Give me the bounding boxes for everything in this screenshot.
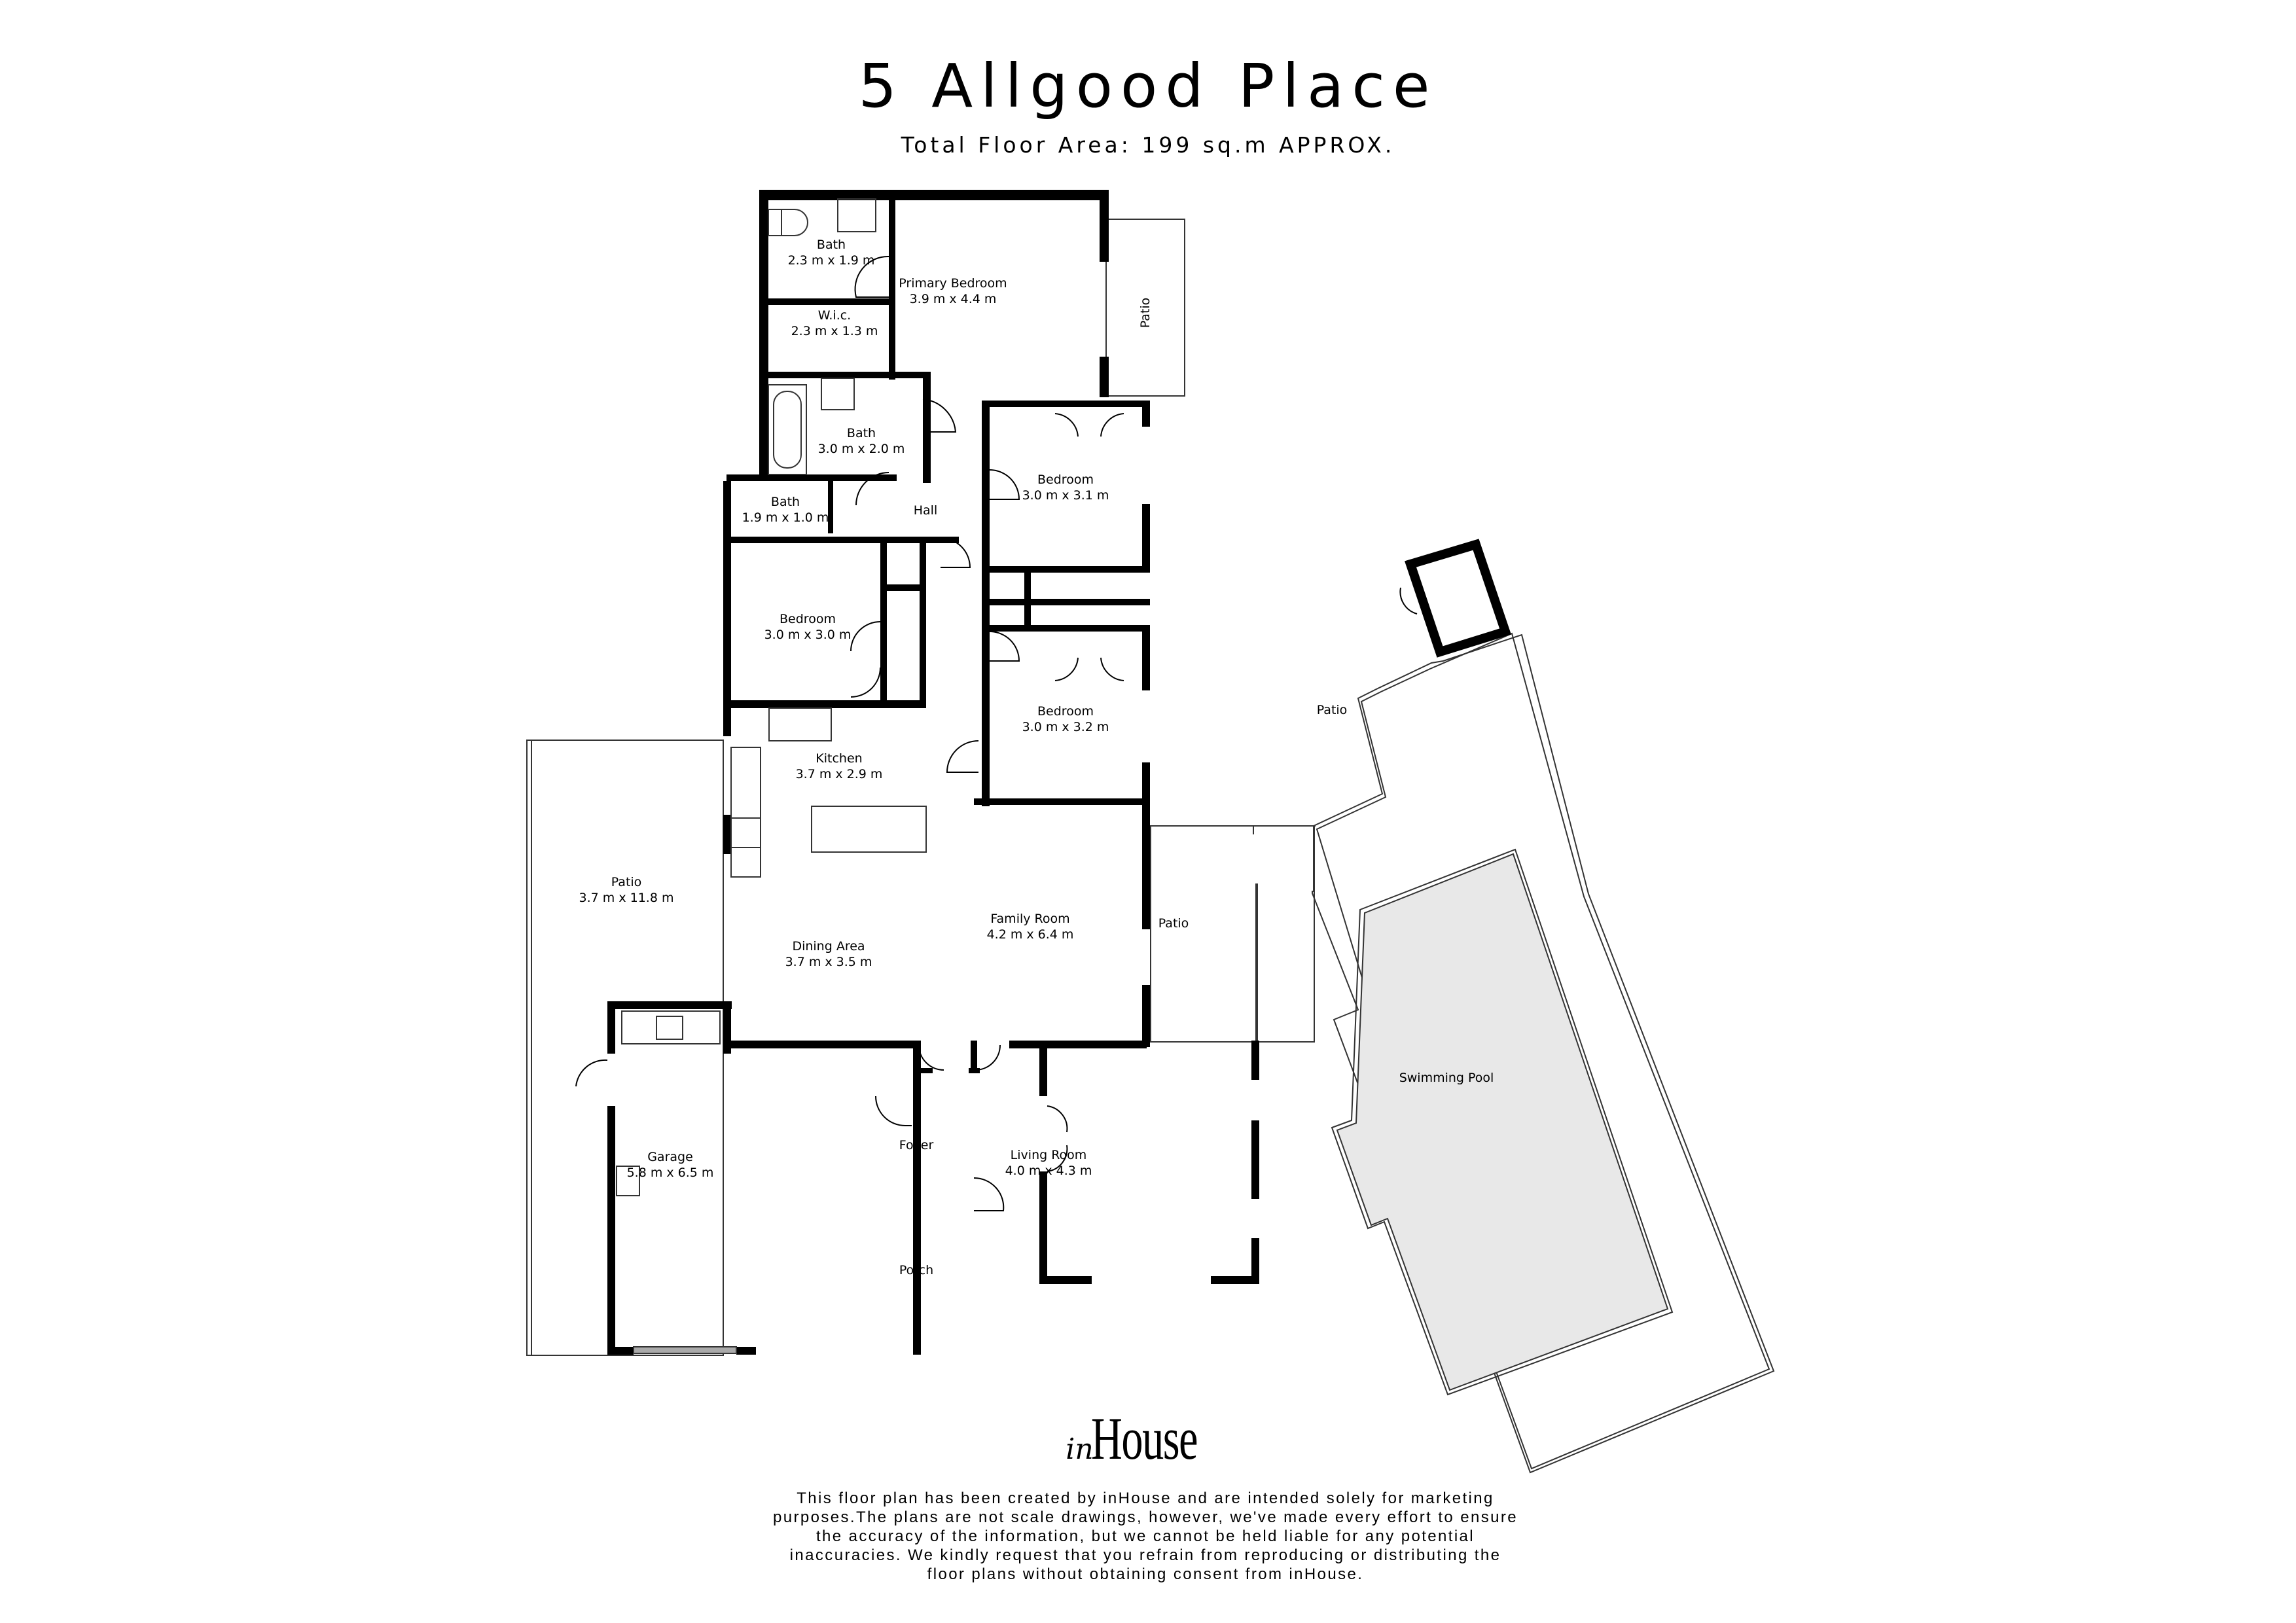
room-dimensions: 3.7 m x 2.9 m: [795, 767, 883, 781]
inhouse-logo: inHouse: [1014, 1404, 1289, 1473]
room-name: Swimming Pool: [1399, 1071, 1494, 1085]
room-name: Foyer: [899, 1138, 934, 1152]
room-label-patio-east: Patio: [1158, 916, 1189, 931]
room-name: Patio: [1138, 297, 1153, 329]
room-dimensions: 2.3 m x 1.3 m: [791, 324, 878, 338]
property-title: 5 Allgood Place: [858, 51, 1438, 121]
room-label-porch: Porch: [899, 1262, 933, 1278]
room-label-dining-area: Dining Area 3.7 m x 3.5 m: [785, 938, 872, 970]
room-dimensions: 3.7 m x 11.8 m: [579, 891, 674, 905]
room-name: Patio: [611, 875, 642, 889]
disclaimer-line: the accuracy of the information, but we …: [816, 1527, 1475, 1545]
room-label-bath-ensuite: Bath 2.3 m x 1.9 m: [788, 237, 875, 268]
room-name: Bath: [846, 426, 876, 440]
room-name: Living Room: [1010, 1148, 1087, 1162]
logo-word: House: [1090, 1405, 1198, 1472]
disclaimer-line: floor plans without obtaining consent fr…: [927, 1565, 1364, 1583]
room-name: Patio: [1316, 703, 1348, 717]
room-label-bedroom-w: Bedroom 3.0 m x 3.0 m: [764, 611, 852, 643]
disclaimer-line: purposes.The plans are not scale drawing…: [773, 1508, 1518, 1526]
room-dimensions: 3.0 m x 3.2 m: [1022, 720, 1109, 734]
room-label-wic: W.i.c. 2.3 m x 1.3 m: [791, 308, 878, 339]
swimming-pool: [1336, 853, 1669, 1391]
room-name: Primary Bedroom: [899, 276, 1007, 291]
room-dimensions: 3.0 m x 2.0 m: [817, 442, 905, 456]
room-name: Kitchen: [816, 751, 863, 766]
patio-west-outline: [526, 740, 724, 1356]
room-label-foyer: Foyer: [899, 1137, 934, 1153]
room-name: Bedroom: [1037, 473, 1094, 487]
room-dimensions: 3.0 m x 3.0 m: [764, 628, 852, 642]
room-label-swimming-pool: Swimming Pool: [1399, 1070, 1494, 1086]
room-label-bath-main: Bath 3.0 m x 2.0 m: [818, 425, 905, 457]
kitchen-island: [811, 806, 927, 853]
room-dimensions: 4.2 m x 6.4 m: [986, 927, 1074, 942]
room-name: Porch: [899, 1263, 934, 1277]
room-name: W.i.c.: [817, 308, 852, 323]
room-name: Hall: [913, 503, 938, 518]
disclaimer-line: inaccuracies. We kindly request that you…: [789, 1546, 1501, 1564]
total-floor-area: Total Floor Area: 199 sq.m APPROX.: [901, 132, 1395, 158]
room-label-patio-pool: Patio: [1317, 702, 1348, 718]
room-label-bedroom-ne: Bedroom 3.0 m x 3.1 m: [1022, 472, 1109, 503]
room-name: Dining Area: [792, 939, 865, 954]
room-dimensions: 3.9 m x 4.4 m: [909, 292, 997, 306]
logo-script: in: [1066, 1433, 1094, 1466]
room-name: Bedroom: [1037, 704, 1094, 719]
room-dimensions: 2.3 m x 1.9 m: [787, 253, 875, 268]
room-label-bedroom-e: Bedroom 3.0 m x 3.2 m: [1022, 704, 1109, 735]
disclaimer: This floor plan has been created by inHo…: [687, 1489, 1604, 1584]
room-label-garage: Garage 5.8 m x 6.5 m: [627, 1149, 714, 1181]
room-name: Garage: [647, 1150, 693, 1164]
room-label-patio-west: Patio 3.7 m x 11.8 m: [579, 874, 674, 906]
room-name: Family Room: [990, 912, 1070, 926]
room-label-bath-small: Bath 1.9 m x 1.0 m: [742, 494, 829, 526]
room-label-primary-bedroom: Primary Bedroom 3.9 m x 4.4 m: [899, 276, 1007, 307]
room-dimensions: 5.8 m x 6.5 m: [626, 1166, 714, 1180]
disclaimer-line: This floor plan has been created by inHo…: [797, 1489, 1494, 1507]
room-dimensions: 3.7 m x 3.5 m: [785, 955, 872, 969]
patio-east-outline: [1150, 825, 1315, 1043]
room-name: Bath: [816, 238, 846, 252]
patio-pool-outline: [1312, 633, 1775, 1474]
room-dimensions: 3.0 m x 3.1 m: [1022, 488, 1109, 503]
room-label-hall: Hall: [914, 503, 938, 518]
patio-primary-outline: [1105, 219, 1185, 397]
room-label-patio-primary: Patio: [1138, 298, 1153, 329]
room-name: Bath: [770, 495, 800, 509]
room-name: Patio: [1158, 916, 1189, 931]
room-label-living-room: Living Room 4.0 m x 4.3 m: [1005, 1147, 1092, 1179]
room-dimensions: 1.9 m x 1.0 m: [742, 510, 829, 525]
room-dimensions: 4.0 m x 4.3 m: [1005, 1164, 1092, 1178]
room-name: Bedroom: [780, 612, 836, 626]
room-label-family-room: Family Room 4.2 m x 6.4 m: [987, 911, 1074, 942]
room-label-kitchen: Kitchen 3.7 m x 2.9 m: [796, 751, 883, 782]
